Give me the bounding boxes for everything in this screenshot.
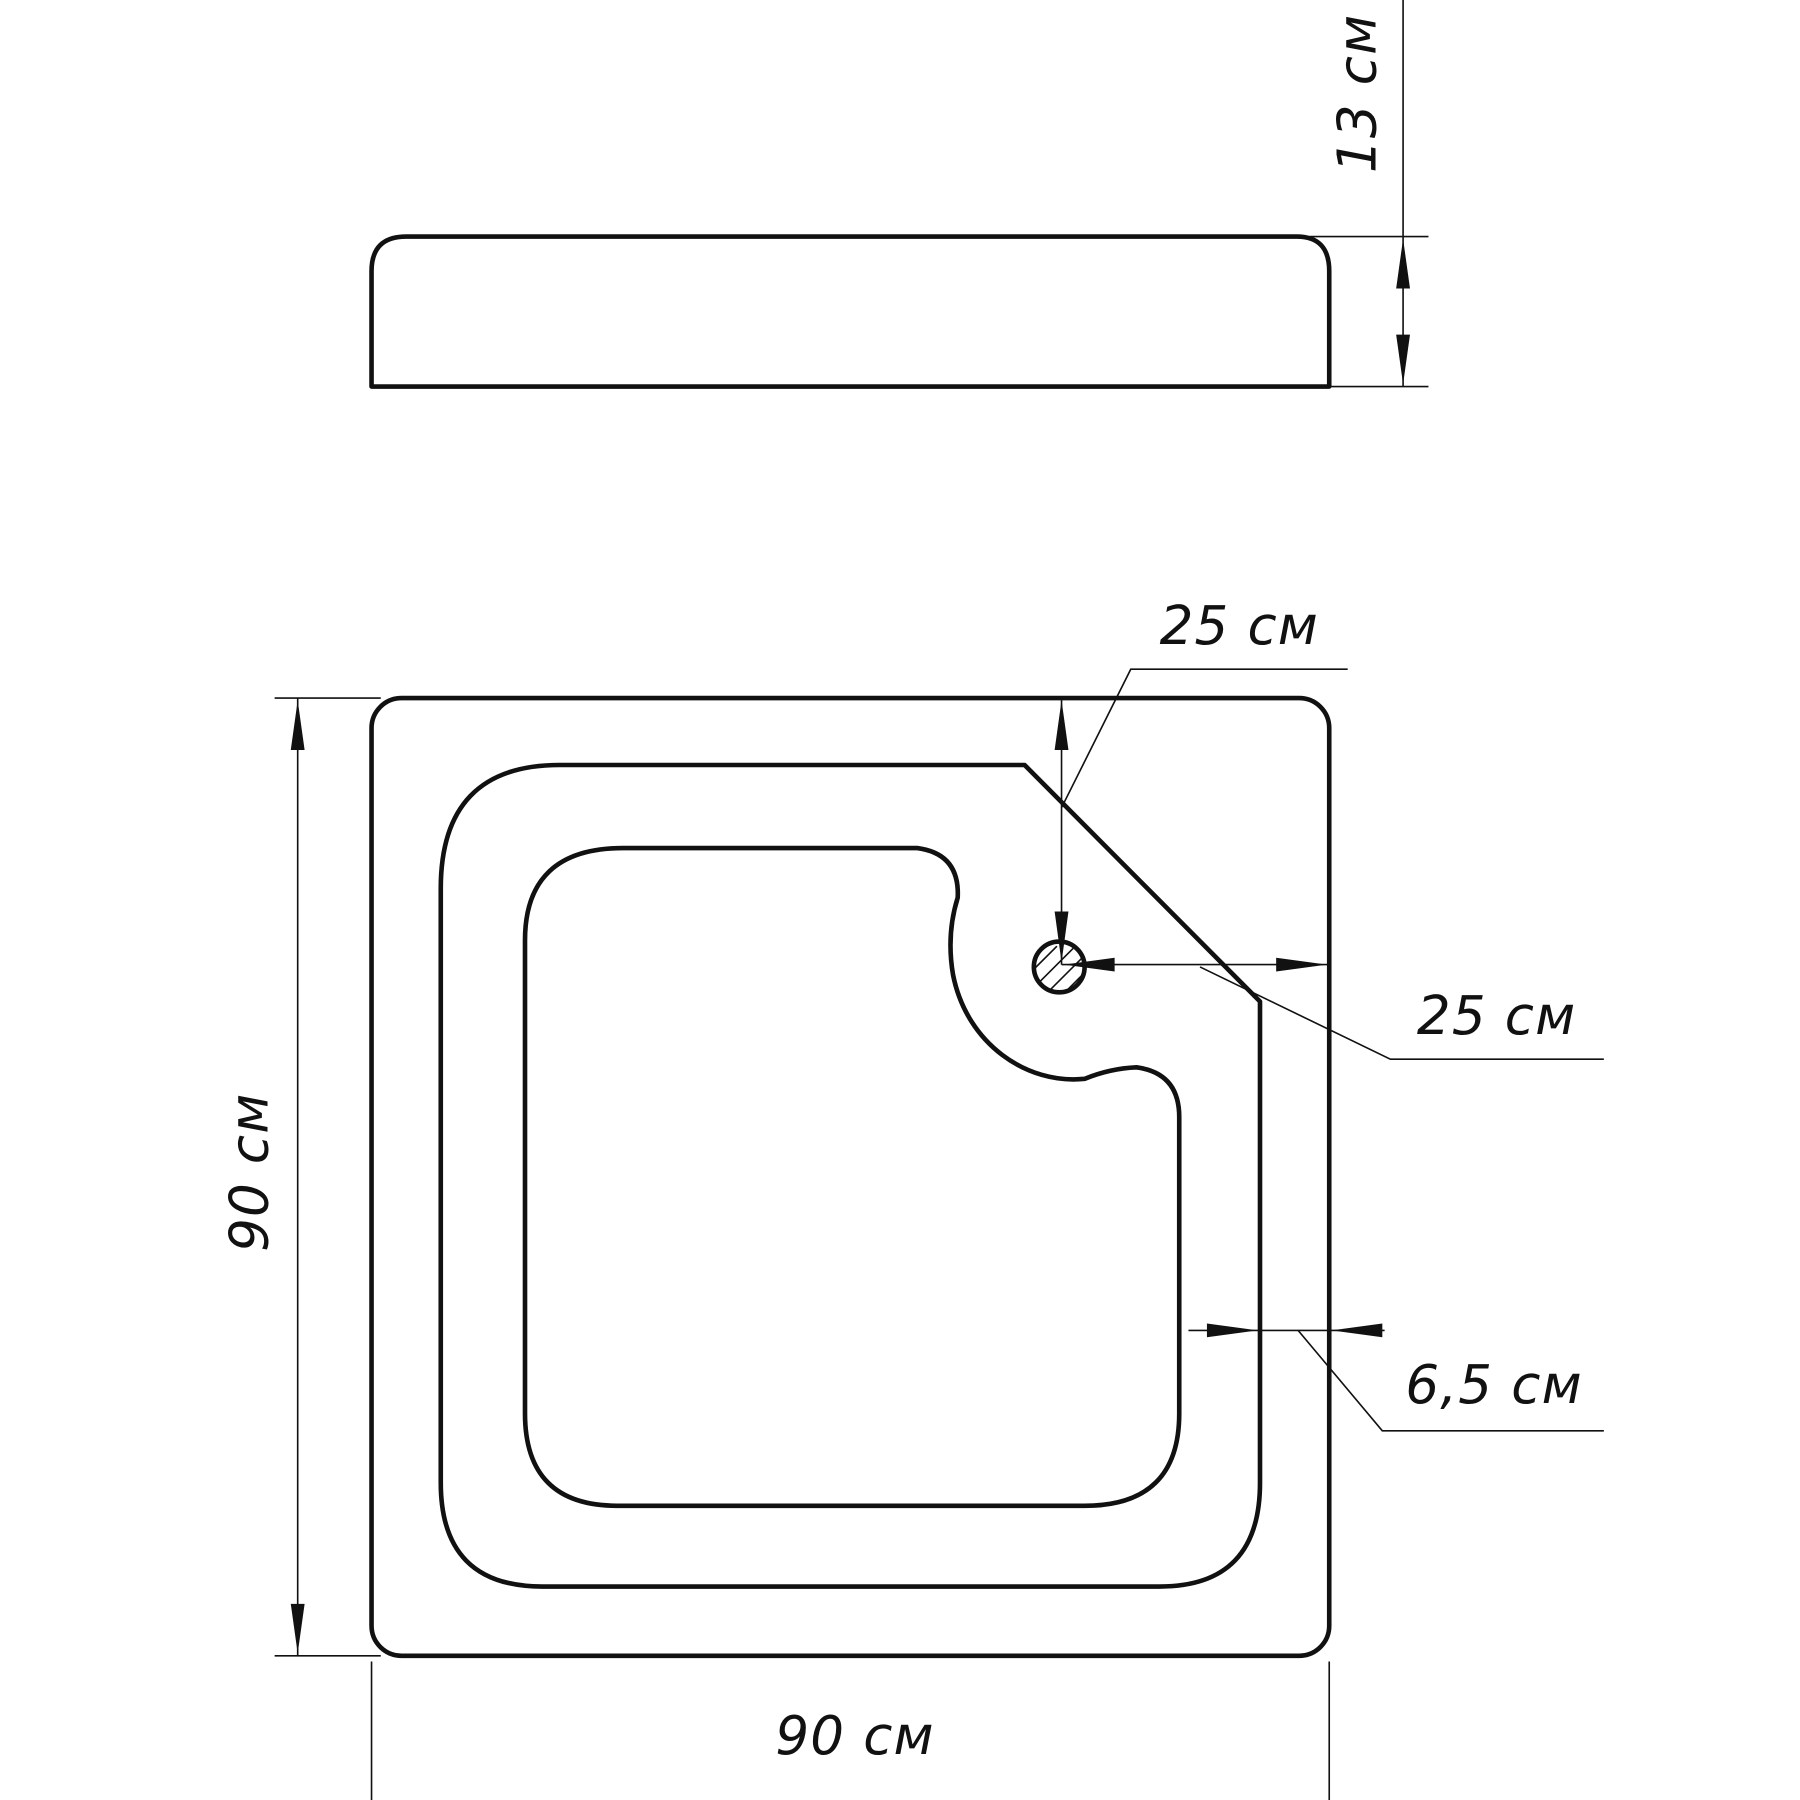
arrow-right — [1276, 957, 1327, 972]
drain-icon — [1031, 939, 1087, 995]
tray-rim-contour — [438, 762, 1263, 1589]
arrow-left — [1331, 1323, 1383, 1338]
arrow-left — [1063, 957, 1115, 972]
drain-side-label: 25 см — [1417, 985, 1576, 1047]
width-dimension: 90 см — [370, 1661, 1331, 1800]
drain-top-dimension: 25 см — [1054, 595, 1348, 965]
rim-width-dimension: 6,5 см — [1188, 1323, 1604, 1432]
arrow-down — [290, 1603, 305, 1654]
arrow-down — [1396, 334, 1410, 385]
arrow-down — [1054, 911, 1069, 963]
height-dimension: 13 см — [1309, 0, 1429, 388]
drain-side-dimension: 25 см — [1061, 957, 1604, 1061]
side-view-outline — [369, 234, 1332, 389]
tray-basin-contour — [522, 845, 1182, 1509]
arrow-up — [1054, 700, 1069, 750]
width-label: 90 см — [775, 1705, 934, 1767]
arrow-right — [1206, 1323, 1258, 1338]
drain-top-label: 25 см — [1160, 595, 1319, 657]
arrow-up — [1396, 238, 1410, 289]
depth-dimension: 90 см — [219, 697, 381, 1657]
rim-width-label: 6,5 см — [1405, 1354, 1582, 1416]
tray-outer-edge — [369, 695, 1332, 1659]
depth-label: 90 см — [219, 1093, 281, 1252]
height-label: 13 см — [1326, 14, 1388, 173]
arrow-up — [290, 700, 305, 750]
